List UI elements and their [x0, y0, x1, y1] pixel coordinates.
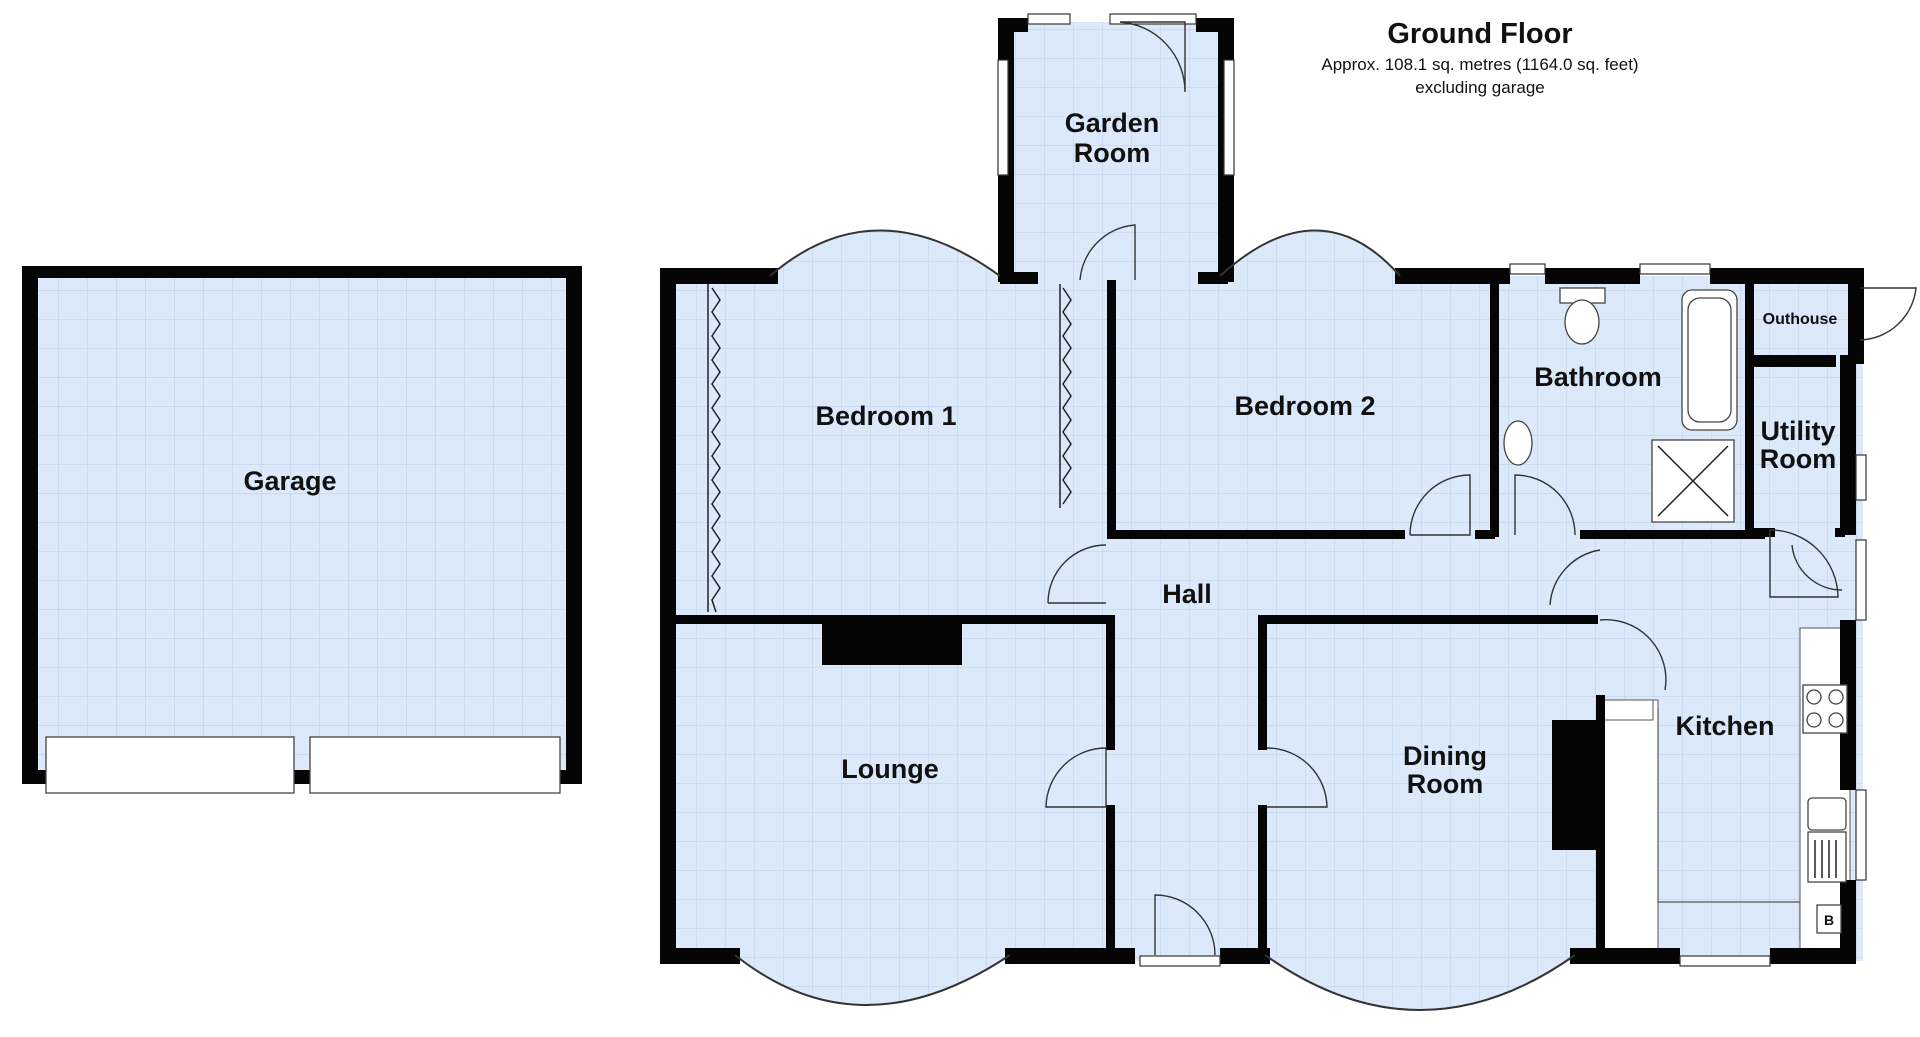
garage-door-right	[309, 736, 561, 794]
label-hall: Hall	[1162, 579, 1212, 609]
garage-room	[22, 266, 582, 794]
toilet-bowl	[1564, 299, 1600, 345]
kitchen-sink	[1807, 797, 1847, 831]
label-garden-room-2: Room	[1074, 138, 1151, 168]
label-bedroom1: Bedroom 1	[815, 401, 956, 431]
label-outhouse: Outhouse	[1763, 311, 1838, 328]
floor-area: Approx. 108.1 sq. metres (1164.0 sq. fee…	[1321, 55, 1639, 74]
doors	[707, 21, 1917, 956]
label-garden-room-1: Garden	[1065, 108, 1160, 138]
label-bathroom: Bathroom	[1534, 362, 1662, 392]
label-utility-2: Room	[1760, 444, 1837, 474]
label-bedroom2: Bedroom 2	[1234, 391, 1375, 421]
label-kitchen: Kitchen	[1675, 711, 1774, 741]
boiler	[1816, 904, 1842, 934]
label-dining-2: Room	[1407, 769, 1484, 799]
floor-area-note: excluding garage	[1415, 78, 1545, 97]
room-labels: Garage Garden Room Bedroom 1 Bedroom 2 B…	[243, 108, 1837, 928]
garage-door-left	[45, 736, 295, 794]
label-boiler: B	[1824, 912, 1834, 928]
bathroom-fixtures	[1503, 287, 1738, 523]
label-garage: Garage	[243, 466, 336, 496]
label-utility-1: Utility	[1760, 416, 1835, 446]
label-lounge: Lounge	[841, 754, 938, 784]
basin	[1503, 420, 1533, 466]
floor-title: Ground Floor	[1387, 18, 1573, 50]
interior-walls	[676, 280, 1845, 957]
kitchen-fixtures	[1802, 684, 1848, 934]
house-floor	[668, 22, 1863, 1010]
label-dining-1: Dining	[1403, 741, 1487, 771]
windows	[734, 13, 1867, 1011]
